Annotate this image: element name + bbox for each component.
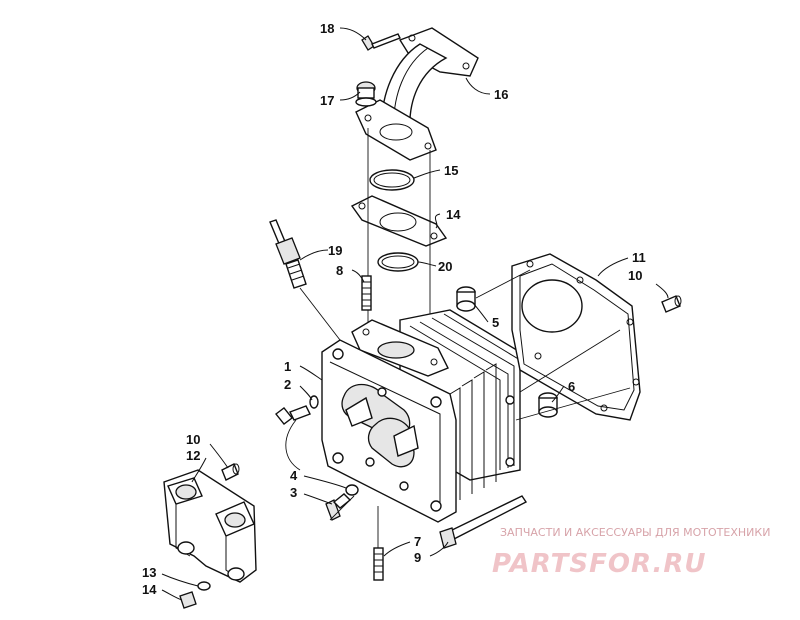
watermark-tagline: ЗАПЧАСТИ И АКСЕССУАРЫ ДЛЯ МОТОТЕХНИКИ <box>500 526 770 539</box>
long-bolt-part-9 <box>439 495 528 549</box>
spark-plug-part-20 <box>269 219 341 341</box>
stud-part-7 <box>373 506 384 581</box>
callout-11: 11 <box>632 250 646 265</box>
bolt-part-3 <box>325 493 352 521</box>
washer-part-4 <box>345 484 359 496</box>
washer-part-13 <box>197 581 211 591</box>
bolt-part-3-upper <box>275 405 311 425</box>
callout-20: 19 <box>328 243 342 258</box>
rocker-support-part-12 <box>163 469 257 583</box>
callout-14: 14 <box>142 582 157 597</box>
callout-19: 18 <box>320 21 334 36</box>
callout-9: 9 <box>414 550 421 565</box>
callout-7: 7 <box>414 534 421 549</box>
callout-15: 14 <box>446 207 461 222</box>
callout-5: 5 <box>492 315 499 330</box>
callout-10-right: 10 <box>628 268 642 283</box>
cylinder-head-part-1 <box>321 309 521 523</box>
callout-8: 8 <box>336 263 343 278</box>
callout-3: 3 <box>290 485 297 500</box>
callout-12: 12 <box>186 448 200 463</box>
callout-16: 15 <box>444 163 458 178</box>
callout-13: 13 <box>142 565 156 580</box>
dowel-part-6 <box>538 392 558 418</box>
callout-18: 17 <box>320 93 334 108</box>
head-gasket-part-11 <box>511 253 641 421</box>
leader-lines <box>161 27 669 601</box>
o-ring-part-16 <box>369 169 415 191</box>
callout-2: 2 <box>284 377 291 392</box>
intake-spacer-part-15 <box>350 195 448 247</box>
callout-1: 1 <box>284 359 291 374</box>
callout-labels: 18 17 16 15 14 19 8 20 5 6 11 10 1 2 4 3… <box>142 21 646 597</box>
pin-part-10-left <box>221 463 240 481</box>
stud-part-8 <box>361 275 372 311</box>
callout-4: 4 <box>290 468 298 483</box>
watermark: ЗАПЧАСТИ И АКСЕССУАРЫ ДЛЯ МОТОТЕХНИКИ PA… <box>492 526 770 579</box>
intake-elbow-part-17 <box>355 27 479 161</box>
callout-17: 16 <box>494 87 508 102</box>
pin-part-10-right <box>661 295 682 313</box>
bolt-part-19 <box>361 33 401 51</box>
callout-10-left: 10 <box>186 432 200 447</box>
nut-part-18 <box>355 81 377 107</box>
callout-6: 6 <box>568 379 575 394</box>
callout-21: 20 <box>438 259 452 274</box>
watermark-logo: PARTSFOR.RU <box>492 549 706 579</box>
bolt-part-14 <box>179 591 197 609</box>
dowel-part-5 <box>456 286 476 312</box>
